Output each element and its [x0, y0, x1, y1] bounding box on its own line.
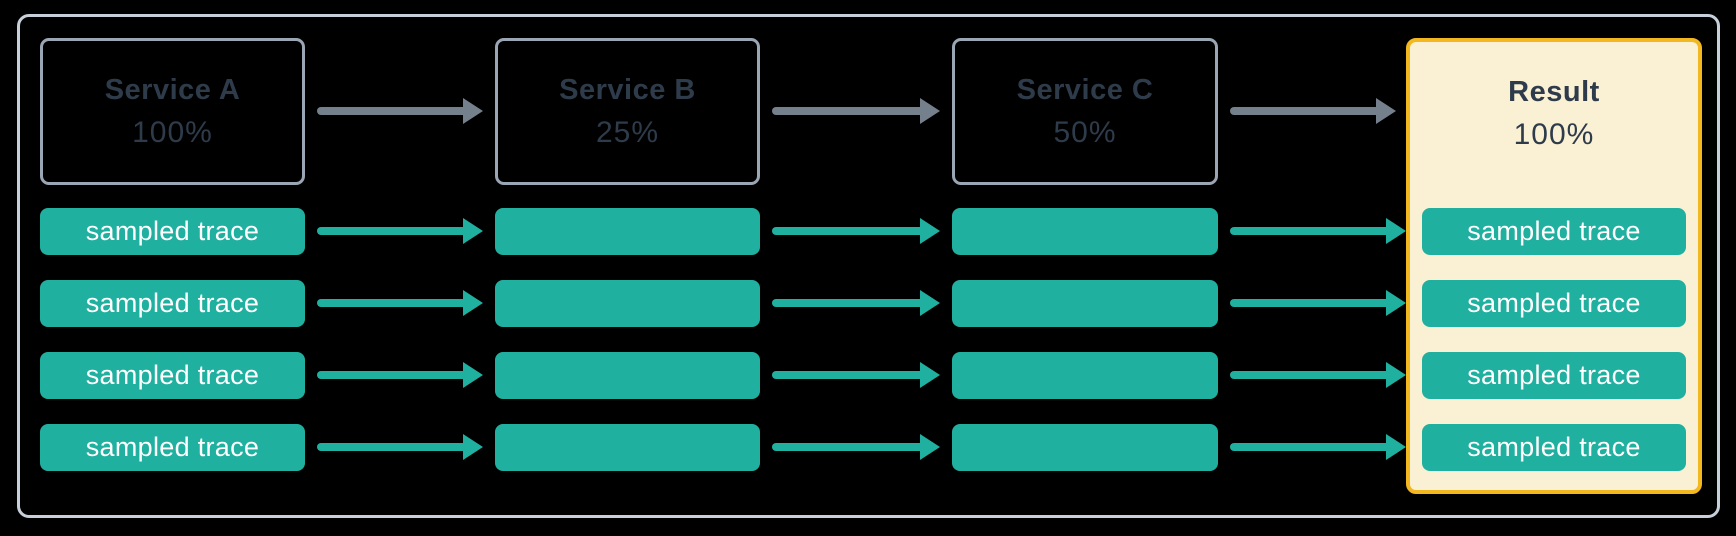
service-flow-arrow [772, 98, 940, 124]
service-a-rate: 100% [132, 115, 213, 149]
result-box: Result 100% [1406, 38, 1702, 494]
arrow-head-icon [920, 290, 940, 316]
trace-flow-arrow [772, 290, 940, 316]
arrow-shaft [317, 299, 469, 307]
service-flow-arrow [317, 98, 483, 124]
result-rate: 100% [1513, 118, 1595, 151]
arrow-shaft [772, 107, 926, 115]
trace-label: sampled trace [85, 432, 260, 462]
arrow-shaft [1230, 107, 1382, 115]
arrow-head-icon [1376, 98, 1396, 124]
trace-bar [495, 424, 760, 471]
trace-bar [952, 352, 1218, 399]
trace-bar: sampled trace [40, 280, 305, 327]
trace-label: sampled trace [1467, 432, 1641, 462]
trace-bar: sampled trace [1422, 280, 1686, 327]
result-title: Result [1508, 76, 1600, 108]
trace-label: sampled trace [1467, 216, 1641, 246]
service-b-box: Service B 25% [495, 38, 760, 185]
arrow-head-icon [463, 434, 483, 460]
trace-flow-arrow [772, 362, 940, 388]
trace-bar [495, 208, 760, 255]
arrow-shaft [1230, 227, 1392, 235]
trace-flow-arrow [1230, 434, 1406, 460]
trace-flow-arrow [317, 434, 483, 460]
trace-bar: sampled trace [40, 208, 305, 255]
trace-bar: sampled trace [1422, 424, 1686, 471]
service-b-title: Service B [559, 73, 696, 106]
arrow-shaft [1230, 371, 1392, 379]
trace-label: sampled trace [85, 288, 260, 318]
trace-bar [952, 424, 1218, 471]
arrow-head-icon [1386, 218, 1406, 244]
arrow-head-icon [1386, 434, 1406, 460]
arrow-head-icon [920, 98, 940, 124]
trace-flow-arrow [317, 218, 483, 244]
arrow-shaft [317, 227, 469, 235]
service-c-title: Service C [1016, 73, 1154, 106]
arrow-shaft [772, 299, 926, 307]
trace-bar: sampled trace [40, 424, 305, 471]
service-a-box: Service A 100% [40, 38, 305, 185]
arrow-head-icon [463, 362, 483, 388]
arrow-shaft [1230, 299, 1392, 307]
arrow-head-icon [463, 98, 483, 124]
trace-flow-arrow [1230, 362, 1406, 388]
trace-label: sampled trace [85, 360, 260, 390]
arrow-head-icon [920, 434, 940, 460]
trace-bar: sampled trace [1422, 208, 1686, 255]
trace-bar: sampled trace [1422, 352, 1686, 399]
arrow-head-icon [463, 218, 483, 244]
trace-label: sampled trace [85, 216, 260, 246]
trace-bar [952, 208, 1218, 255]
arrow-shaft [772, 443, 926, 451]
arrow-shaft [772, 371, 926, 379]
service-flow-arrow [1230, 98, 1396, 124]
trace-label: sampled trace [1467, 288, 1641, 318]
arrow-shaft [1230, 443, 1392, 451]
trace-flow-arrow [772, 434, 940, 460]
trace-label: sampled trace [1467, 360, 1641, 390]
service-c-box: Service C 50% [952, 38, 1218, 185]
service-c-rate: 50% [1053, 115, 1117, 149]
arrow-head-icon [463, 290, 483, 316]
trace-bar [952, 280, 1218, 327]
service-a-title: Service A [104, 73, 241, 106]
trace-flow-arrow [317, 290, 483, 316]
arrow-head-icon [920, 218, 940, 244]
trace-flow-arrow [317, 362, 483, 388]
trace-flow-arrow [772, 218, 940, 244]
arrow-head-icon [920, 362, 940, 388]
arrow-shaft [317, 107, 469, 115]
arrow-head-icon [1386, 290, 1406, 316]
trace-bar [495, 280, 760, 327]
arrow-shaft [317, 371, 469, 379]
arrow-head-icon [1386, 362, 1406, 388]
trace-flow-arrow [1230, 218, 1406, 244]
diagram-frame [17, 14, 1720, 518]
arrow-shaft [772, 227, 926, 235]
trace-flow-arrow [1230, 290, 1406, 316]
trace-bar [495, 352, 760, 399]
trace-bar: sampled trace [40, 352, 305, 399]
service-b-rate: 25% [595, 115, 660, 149]
arrow-shaft [317, 443, 469, 451]
